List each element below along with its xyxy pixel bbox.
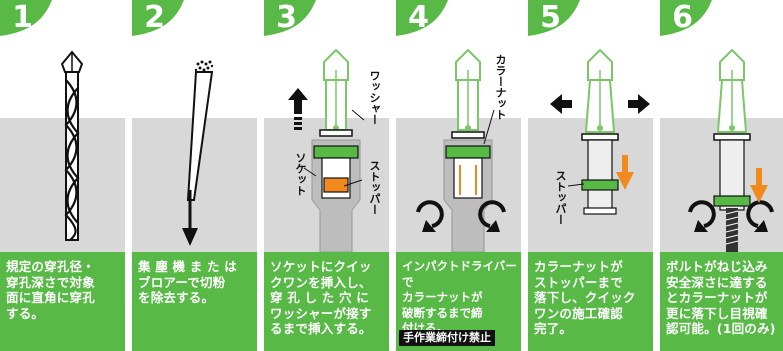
step-number: 6 [672,0,693,35]
caption-text: カラーナットが ストッパーまで 落下し、クイック ワンの施工確認 完了。 [534,259,636,336]
caption-text: ボルトがねじ込み 安全深さに達する とカラーナットが 更に落下し目視確 認可能。… [666,259,776,336]
socket-insert-icon [288,48,365,252]
washer-label: ワッシャー [368,70,381,125]
step-badge: 3 [264,0,316,36]
nut-drop-icon [550,48,650,215]
step-badge: 2 [132,0,184,36]
step-3: ワッシャー ソケット ストッパー 3 ソケットにクイッ クワンを挿入し、 穿 孔… [264,0,389,351]
impact-tighten-icon [416,48,506,252]
socket-label: ソケット [294,152,307,196]
step-badge: 4 [396,0,448,36]
stopper-label: ストッパー [368,160,381,215]
step-5: ストッパー 5 カラーナットが ストッパーまで 落下し、クイック ワンの施工確認… [528,0,653,351]
manual-tightening-prohibited-badge: 手作業締付け禁止 [399,330,495,346]
bolt-depth-icon [688,48,774,252]
step-4: カラーナット 4 インパクトドライバーで カラーナットが 破断するまで締 付ける… [396,0,521,351]
step-caption: ボルトがねじ込み 安全深さに達する とカラーナットが 更に落下し目視確 認可能。… [660,252,783,351]
caption-text: インパクトドライバーで カラーナットが 破断するまで締 付ける。 [402,259,517,335]
blower-nozzle-icon [182,60,214,246]
step-4-panel: カラーナット [396,0,521,252]
caption-text: 規定の穿孔径・ 穿孔深さで対象 面に直角に穿孔 する。 [6,259,95,321]
step-number: 3 [276,0,297,35]
step-badge: 6 [660,0,712,36]
step-2-panel [132,0,257,252]
step-caption: ソケットにクイッ クワンを挿入し、 穿 孔 し た 穴 に ワッシャーが接す る… [264,252,389,351]
step-caption: 規定の穿孔径・ 穿孔深さで対象 面に直角に穿孔 する。 [0,252,125,351]
step-2: 2 集 塵 機 ま た は ブロアーで切粉 を除去する。 [132,0,257,351]
step-badge: 5 [528,0,580,36]
step-number: 4 [408,0,429,35]
caption-text: ソケットにクイッ クワンを挿入し、 穿 孔 し た 穴 に ワッシャーが接す る… [270,259,372,336]
step-number: 2 [144,0,165,35]
stopper-label: ストッパー [554,170,567,225]
step-number: 5 [540,0,561,35]
step-1: 1 規定の穿孔径・ 穿孔深さで対象 面に直角に穿孔 する。 [0,0,125,351]
collar-nut-label: カラーナット [494,54,507,120]
step-caption: カラーナットが ストッパーまで 落下し、クイック ワンの施工確認 完了。 [528,252,653,351]
step-caption: 集 塵 機 ま た は ブロアーで切粉 を除去する。 [132,252,257,351]
step-6: 6 ボルトがねじ込み 安全深さに達する とカラーナットが 更に落下し目視確 認可… [660,0,783,351]
step-6-panel [660,0,783,252]
caption-text: 集 塵 機 ま た は ブロアーで切粉 を除去する。 [138,259,237,305]
drill-bit-icon [60,50,84,241]
step-badge: 1 [0,0,52,36]
step-1-panel [0,0,125,252]
step-3-panel: ワッシャー ソケット ストッパー [264,0,389,252]
step-5-panel: ストッパー [528,0,653,252]
step-caption: インパクトドライバーで カラーナットが 破断するまで締 付ける。 手作業締付け禁… [396,252,521,351]
concrete-wall [0,118,125,252]
step-number: 1 [12,0,33,35]
